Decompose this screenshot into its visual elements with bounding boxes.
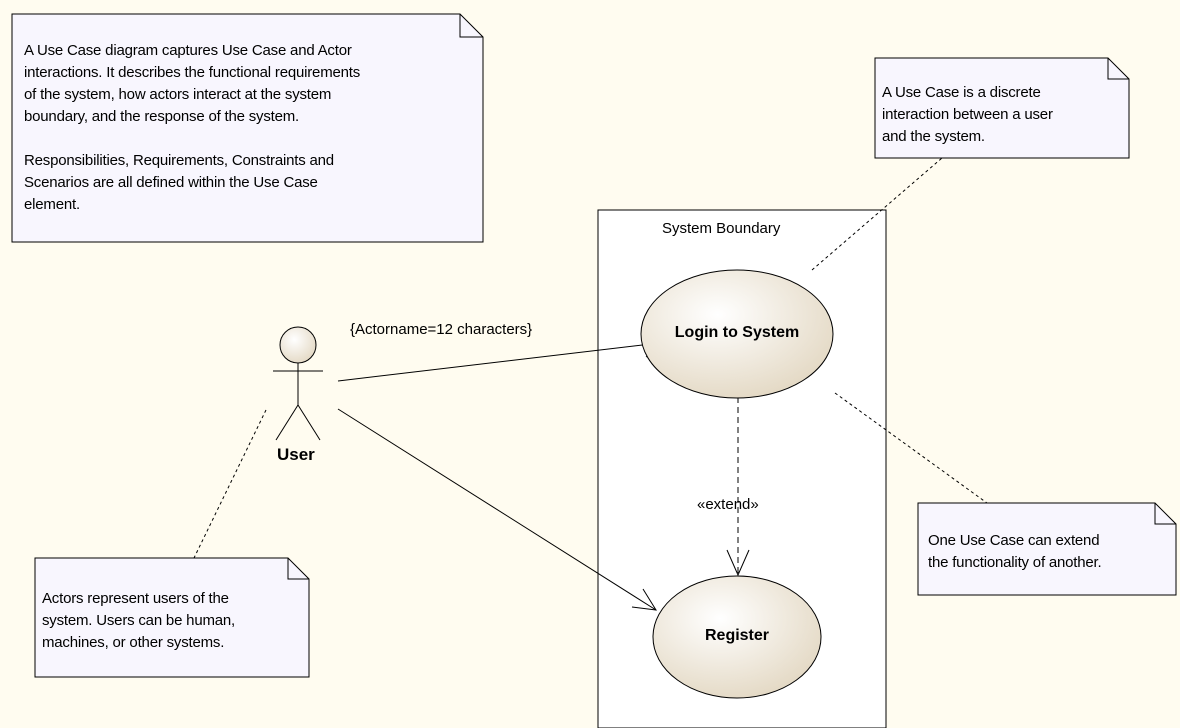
note-link-actors [193,409,267,559]
actor-figure[interactable] [273,326,323,441]
extend-stereotype-label: «extend» [697,496,759,513]
actor-head [279,326,317,364]
association-user-register[interactable] [337,408,657,611]
association-user-login[interactable] [337,334,670,382]
system-boundary-title: System Boundary [662,220,781,237]
note-intro-text: A Use Case diagram captures Use Case and… [24,42,361,213]
note-extend-text: One Use Case can extend the functionalit… [928,532,1102,571]
actor-name-label: User [277,445,315,464]
note-link-extend [834,392,988,504]
note-link-use-case [811,157,943,271]
system-boundary-box[interactable] [597,209,887,728]
use-case-register-label: Register [704,627,770,644]
note-actors-text: Actors represent users of the system. Us… [42,590,236,651]
use-case-login-label: Login to System [674,324,800,341]
note-use-case-text: A Use Case is a discrete interaction bet… [882,84,1053,145]
association-constraint-label: {Actorname=12 characters} [350,321,533,338]
extend-relation[interactable] [726,397,750,577]
